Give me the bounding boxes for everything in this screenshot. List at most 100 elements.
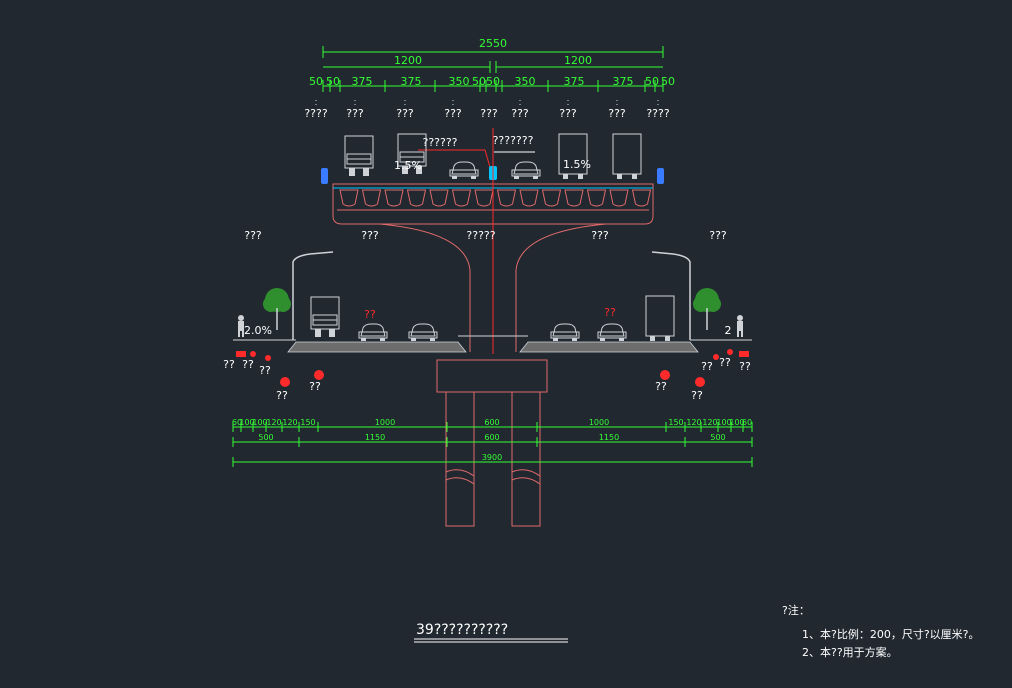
note-item-1: 1、本?比例：200，尺寸?以厘米?。 xyxy=(802,627,980,641)
box-cell xyxy=(586,189,607,207)
dim-lane: 50 xyxy=(472,75,486,88)
pier xyxy=(379,223,607,527)
top-dimension-lines xyxy=(322,46,664,92)
box-cell xyxy=(496,189,517,207)
utility-pipes xyxy=(236,349,749,387)
utility-label: ?? xyxy=(719,356,731,369)
box-cell xyxy=(384,189,404,207)
dim-bottom: 600 xyxy=(484,418,499,427)
deck-label: ??? xyxy=(480,107,498,120)
dim-lane: 50 xyxy=(309,75,323,88)
drawing-title: 39?????????? xyxy=(416,622,508,638)
slope-deck-right: 1.5% xyxy=(563,158,591,171)
box-cell xyxy=(609,189,629,207)
slope-deck-left: 1.5% xyxy=(394,159,422,172)
utility-label: ?? xyxy=(655,380,667,393)
box-cell xyxy=(361,189,382,207)
dim-total-bottom: 3900 xyxy=(482,453,502,462)
dim-bottom: 150 xyxy=(668,418,683,427)
dim-lane: 375 xyxy=(352,75,373,88)
dim-lane: 50 xyxy=(645,75,659,88)
utility-label: ?? xyxy=(739,360,751,373)
dim-bottom: 60 xyxy=(232,418,242,427)
ground-label-far-right: ??? xyxy=(709,229,727,242)
box-cell xyxy=(451,189,472,207)
deck-label: ??? xyxy=(444,107,462,120)
dim-bottom: 500 xyxy=(258,433,273,442)
deck-label: ???? xyxy=(646,107,670,120)
dim-half-right: 1200 xyxy=(564,54,592,67)
box-cell xyxy=(406,189,427,207)
box-cell xyxy=(519,189,539,207)
dim-bottom: 1000 xyxy=(375,418,395,427)
utility-label: ?? xyxy=(223,358,235,371)
dim-bottom: 500 xyxy=(710,433,725,442)
dim-bottom: 150 xyxy=(300,418,315,427)
notes-heading: ?注： xyxy=(782,603,810,617)
bottom-dimension-lines xyxy=(232,422,753,467)
ground-roads xyxy=(233,335,752,353)
dim-bottom: 600 xyxy=(484,433,499,442)
deck-label: ??? xyxy=(608,107,626,120)
deck-label: ??? xyxy=(511,107,529,120)
deck-label: ??? xyxy=(396,107,414,120)
dim-lane: 50 xyxy=(486,75,500,88)
dim-bottom: 100 xyxy=(252,418,267,427)
note-item-2: 2、本??用于方案。 xyxy=(802,645,898,659)
box-cell xyxy=(429,189,449,207)
dim-bottom: 100 xyxy=(729,418,744,427)
dim-lane: 50 xyxy=(326,75,340,88)
deck-note-right: ??????? xyxy=(493,134,534,147)
utility-label: ?? xyxy=(309,380,321,393)
dim-lane: 375 xyxy=(564,75,585,88)
deck-label-leaders xyxy=(315,100,659,106)
dim-bottom: 60 xyxy=(742,418,752,427)
ground-label-right: ??? xyxy=(591,229,609,242)
dim-bottom: 120 xyxy=(266,418,281,427)
utility-label: ?? xyxy=(701,360,713,373)
dim-bottom: 1150 xyxy=(365,433,385,442)
dim-half-left: 1200 xyxy=(394,54,422,67)
red-mark-left: ?? xyxy=(364,308,376,321)
bottom-dims-row2: 500 1150 600 1150 500 xyxy=(258,433,725,442)
utility-label: ?? xyxy=(259,364,271,377)
utility-label: ?? xyxy=(691,389,703,402)
dim-bottom: 100 xyxy=(239,418,254,427)
box-cell xyxy=(564,189,584,207)
box-cell xyxy=(631,189,652,207)
dim-lane: 50 xyxy=(661,75,675,88)
dim-bottom: 100 xyxy=(716,418,731,427)
deck-label: ???? xyxy=(304,107,328,120)
dim-lane: 350 xyxy=(515,75,536,88)
pedestrians xyxy=(238,315,743,337)
ground-label-center: ????? xyxy=(466,229,495,242)
deck-label: ??? xyxy=(559,107,577,120)
utility-label: ?? xyxy=(276,389,288,402)
ground-label-left: ??? xyxy=(361,229,379,242)
slope-ground-left: 2.0% xyxy=(244,324,272,337)
deck-lane-labels: ???? ??? ??? ??? ??? ??? ??? ??? ???? xyxy=(304,107,670,120)
dim-lane: 375 xyxy=(401,75,422,88)
box-cell xyxy=(339,189,359,207)
trees xyxy=(262,287,722,331)
utility-labels-left: ?? ?? ?? ?? ?? xyxy=(223,358,321,402)
dim-bottom: 1000 xyxy=(589,418,609,427)
dim-lane: 375 xyxy=(613,75,634,88)
street-lights xyxy=(292,251,691,340)
dim-bottom: 120 xyxy=(702,418,717,427)
dim-bottom: 120 xyxy=(282,418,297,427)
box-cell xyxy=(474,189,494,207)
lane-dimension-labels: 50 50 375 375 350 50 50 350 375 375 50 5… xyxy=(309,75,675,88)
dim-lane: 350 xyxy=(449,75,470,88)
bottom-dims-row1: 60 100 100 120 120 150 1000 600 1000 150… xyxy=(232,418,752,427)
box-cell xyxy=(541,189,562,207)
dim-total-top: 2550 xyxy=(479,37,507,50)
slope-ground-right: 2 xyxy=(725,324,732,337)
red-mark-right: ?? xyxy=(604,306,616,319)
utility-label: ?? xyxy=(242,358,254,371)
utility-labels-right: ?? ?? ?? ?? ?? xyxy=(655,356,751,402)
dim-bottom: 120 xyxy=(686,418,701,427)
deck-note-left: ?????? xyxy=(422,136,457,149)
dim-bottom: 1150 xyxy=(599,433,619,442)
